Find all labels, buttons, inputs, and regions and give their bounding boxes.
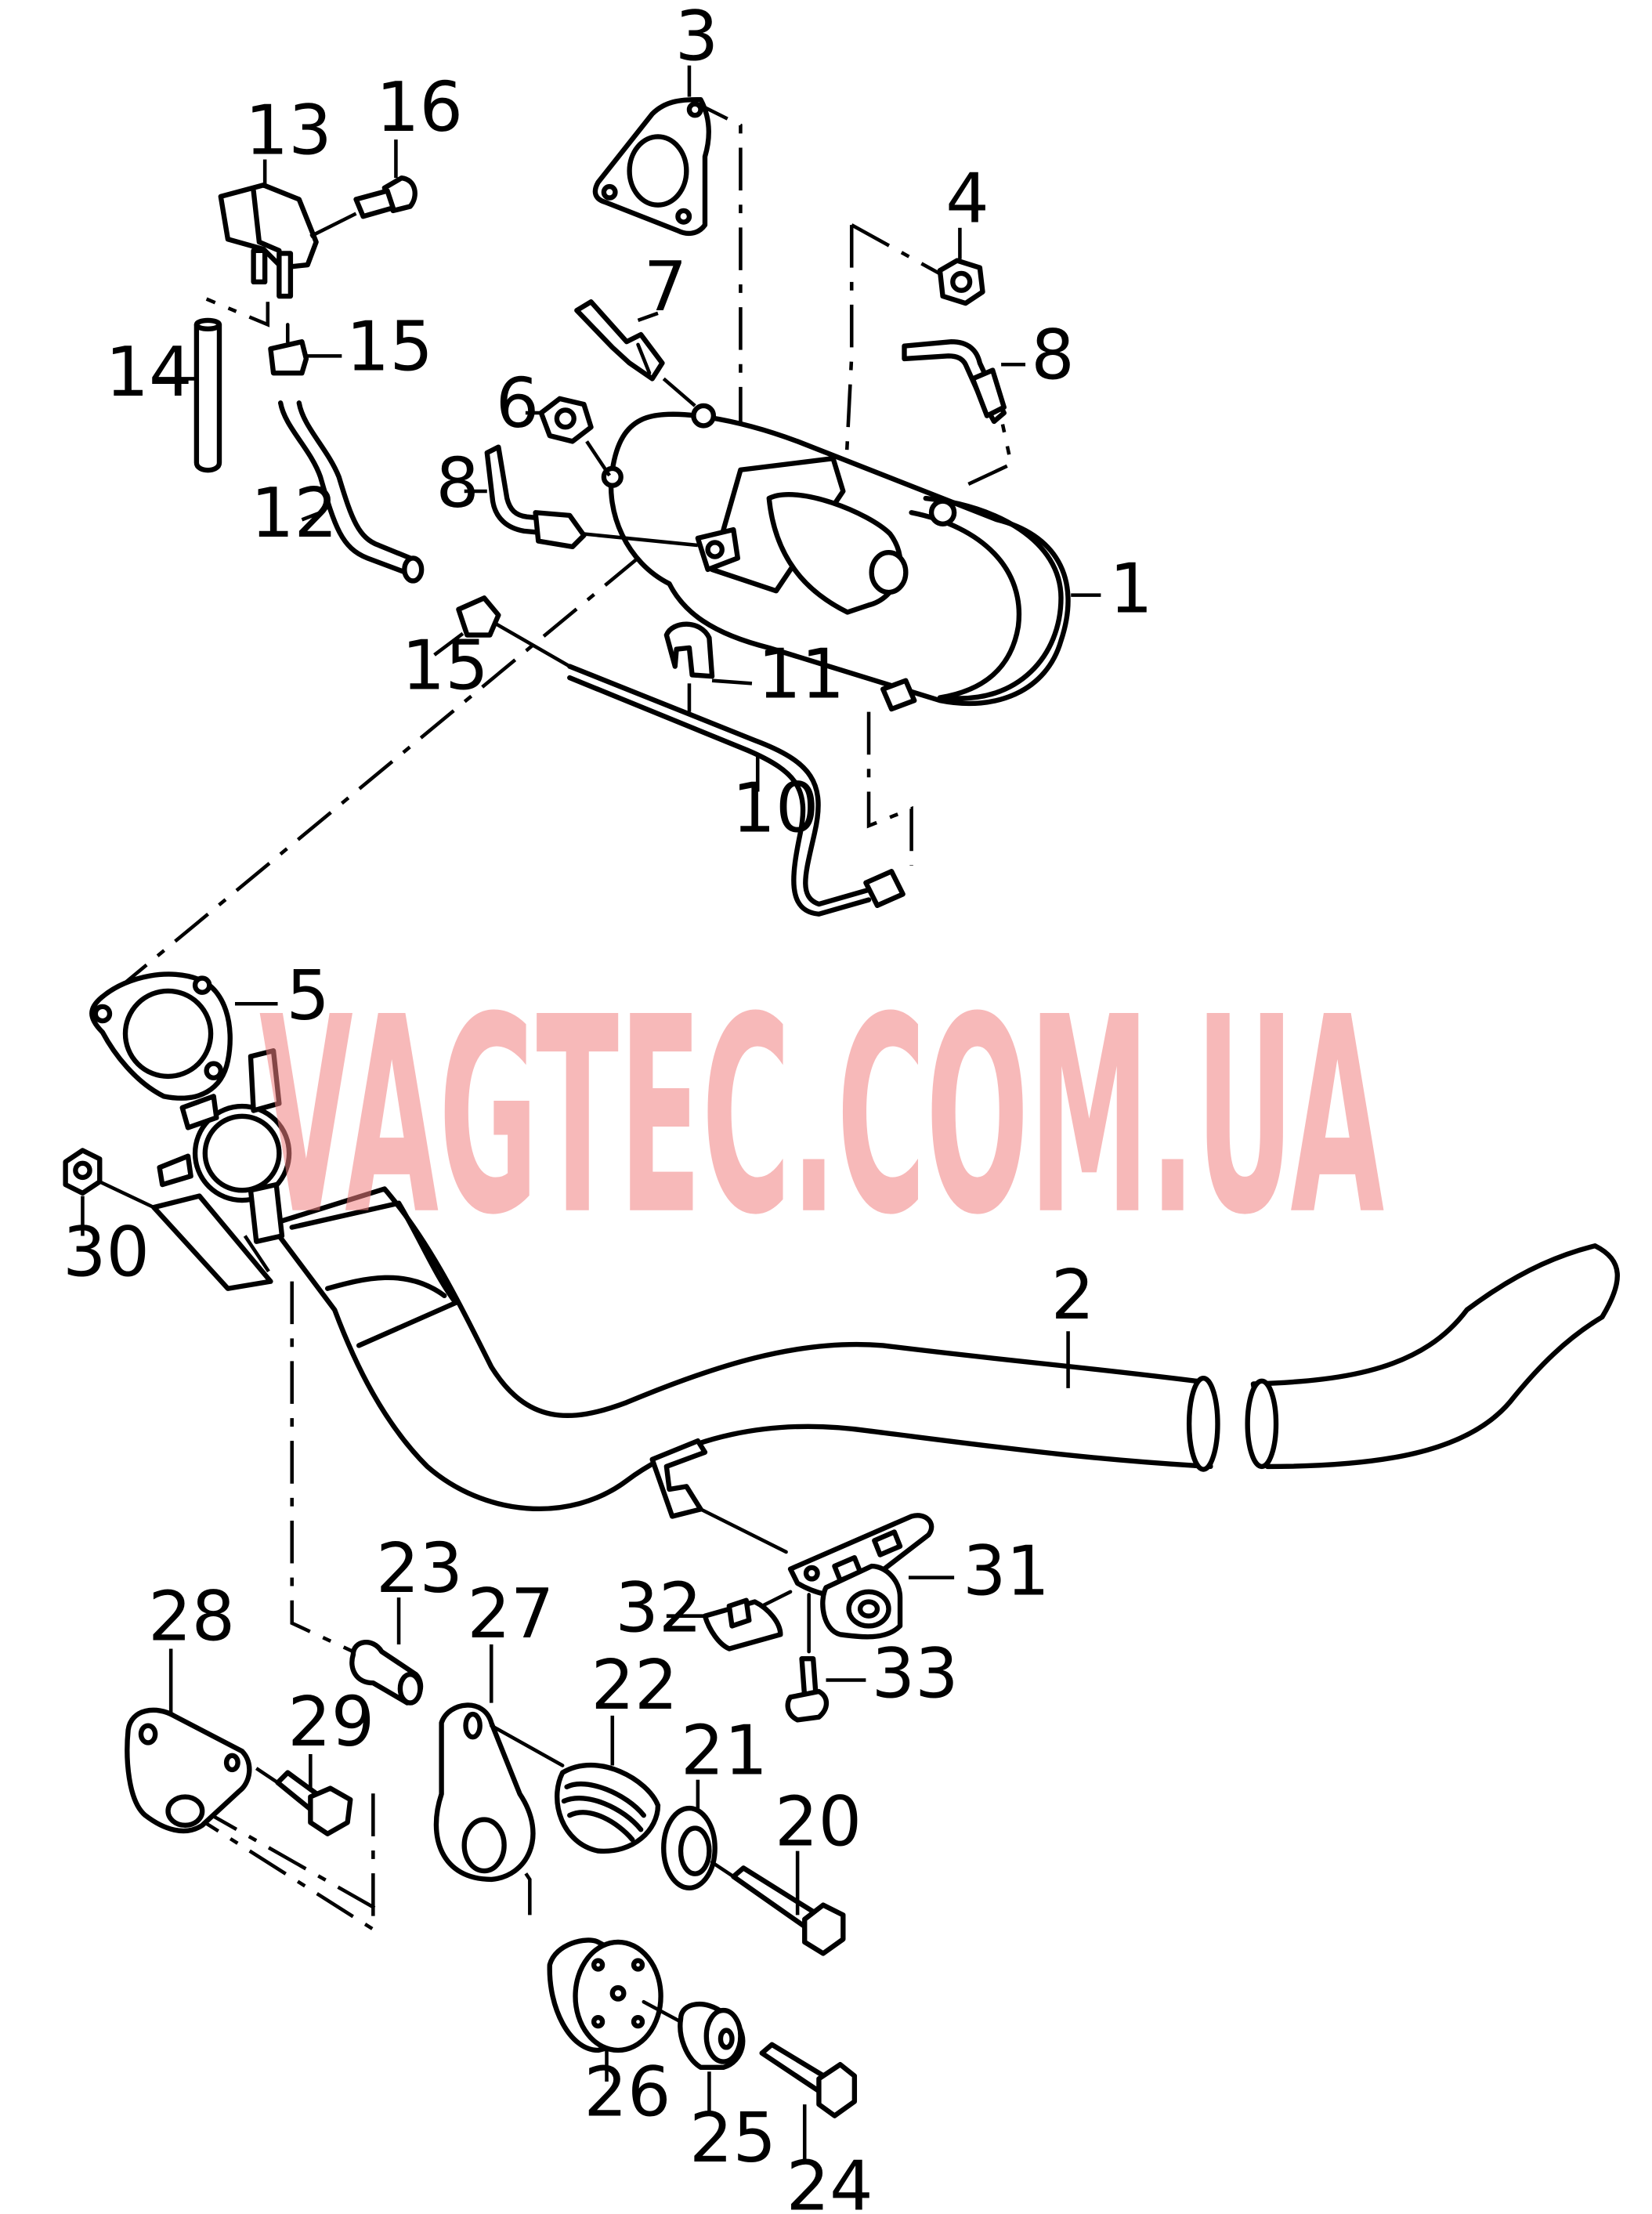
nut-4[interactable]: [937, 258, 985, 306]
nut-6[interactable]: [538, 396, 594, 444]
callout-11: 11: [757, 635, 844, 714]
callout-24: 24: [786, 2147, 873, 2214]
gasket-5[interactable]: [89, 971, 233, 1101]
gasket-3[interactable]: [592, 97, 711, 237]
callout-14: 14: [106, 332, 193, 412]
callout-6: 6: [496, 364, 540, 443]
callout-12: 12: [251, 473, 338, 553]
pressure-line-10[interactable]: [567, 664, 906, 917]
callout-20: 20: [775, 1782, 862, 1861]
hose-piece-14[interactable]: [193, 317, 222, 473]
sensor-7[interactable]: [574, 299, 665, 382]
callout-1: 1: [1109, 548, 1153, 628]
nut-30[interactable]: [63, 1148, 103, 1196]
callout-31: 31: [963, 1531, 1050, 1611]
bolt-20[interactable]: [731, 1865, 846, 1956]
bracket-27[interactable]: [433, 1702, 565, 1883]
bolt-29[interactable]: [275, 1770, 353, 1836]
particulate-filter[interactable]: [601, 403, 1071, 712]
callout-4: 4: [945, 159, 989, 239]
callout-10: 10: [732, 768, 819, 848]
callout-15-upper: 15: [346, 307, 433, 387]
callout-8-upper: 8: [1031, 315, 1075, 395]
callout-33: 33: [872, 1633, 959, 1713]
clip-11[interactable]: [663, 621, 715, 679]
callout-26: 26: [584, 2053, 671, 2133]
spring-nut-32[interactable]: [702, 1590, 793, 1651]
callout-28: 28: [148, 1577, 235, 1657]
mounting-bracket-31[interactable]: [699, 1507, 934, 1640]
bolt-16[interactable]: [353, 175, 418, 219]
callout-7: 7: [644, 247, 688, 327]
watermark: VAGTEC.COM.UA: [259, 960, 1385, 1275]
exhaust-front-pipe[interactable]: [151, 1048, 1620, 1519]
bracket-28[interactable]: [125, 1707, 252, 1834]
callout-13: 13: [245, 90, 332, 170]
assembly-lines: [91, 98, 1014, 1933]
hose-clamp-15-lower[interactable]: [456, 595, 572, 668]
callout-15-lower: 15: [402, 626, 489, 706]
callout-16: 16: [376, 67, 463, 147]
callout-21: 21: [681, 1710, 768, 1790]
callout-3: 3: [675, 0, 719, 76]
callout-23: 23: [376, 1528, 463, 1608]
callout-22: 22: [591, 1645, 678, 1725]
pipe-connector-8-lower[interactable]: [484, 444, 587, 550]
bushing-25[interactable]: [678, 2001, 746, 2070]
rubber-mount-26[interactable]: [547, 1937, 683, 2053]
hose-clamp-15-upper[interactable]: [268, 323, 309, 376]
callout-2: 2: [1051, 1255, 1095, 1335]
callout-25: 25: [689, 2098, 776, 2178]
spacer-sleeve-23[interactable]: [349, 1640, 424, 1706]
callout-29: 29: [287, 1682, 374, 1762]
pipe-connector-8-upper[interactable]: [902, 338, 1007, 425]
callout-27: 27: [467, 1574, 554, 1654]
callout-32: 32: [615, 1568, 702, 1648]
hose-12[interactable]: [277, 400, 425, 584]
callout-30: 30: [63, 1212, 150, 1292]
pressure-sensor-13[interactable]: [218, 183, 319, 299]
bolt-33[interactable]: [785, 1593, 830, 1723]
rubber-bellows-22[interactable]: [555, 1762, 661, 1854]
washer-21[interactable]: [661, 1805, 736, 1891]
callout-8-lower: 8: [436, 443, 479, 523]
bolt-24[interactable]: [759, 2042, 858, 2118]
callout-5: 5: [286, 956, 330, 1036]
